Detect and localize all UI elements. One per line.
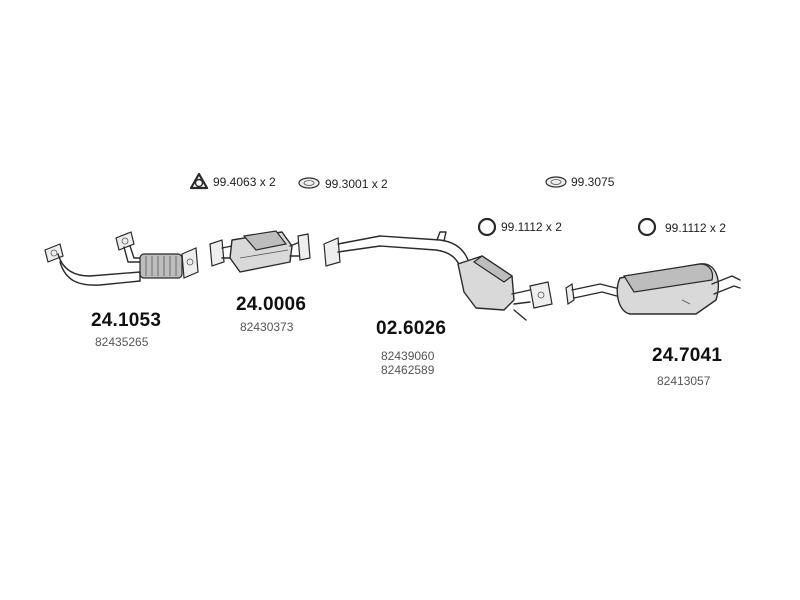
part-number: 24.7041: [652, 345, 723, 366]
clamp-ring-icon: [189, 172, 209, 190]
rear-silencer-drawing: [565, 263, 741, 315]
accessory-label: 99.3075: [571, 175, 615, 189]
oe-number: 82435265: [95, 335, 149, 349]
oe-number: 82462589: [381, 363, 435, 377]
gasket-ring-icon: [477, 217, 497, 237]
accessory-label: 99.1112 x 2: [501, 220, 562, 234]
catalytic-converter-drawing: [209, 230, 311, 273]
accessory-label: 99.4063 x 2: [213, 175, 276, 189]
accessory-label: 99.1112 x 2: [665, 221, 726, 235]
part-number: 24.0006: [236, 294, 307, 315]
rubber-hanger-icon: [545, 176, 567, 188]
part-number: 02.6026: [376, 318, 447, 339]
gasket-ring-icon: [637, 217, 657, 237]
oe-number: 82439060: [381, 349, 435, 363]
front-pipe-drawing: [44, 231, 199, 286]
rubber-hanger-icon: [298, 177, 320, 189]
part-number: 24.1053: [91, 310, 162, 331]
oe-number: 82430373: [240, 320, 294, 334]
accessory-label: 99.3001 x 2: [325, 177, 388, 191]
oe-number: 82413057: [657, 374, 711, 388]
middle-silencer-drawing: [323, 231, 553, 321]
